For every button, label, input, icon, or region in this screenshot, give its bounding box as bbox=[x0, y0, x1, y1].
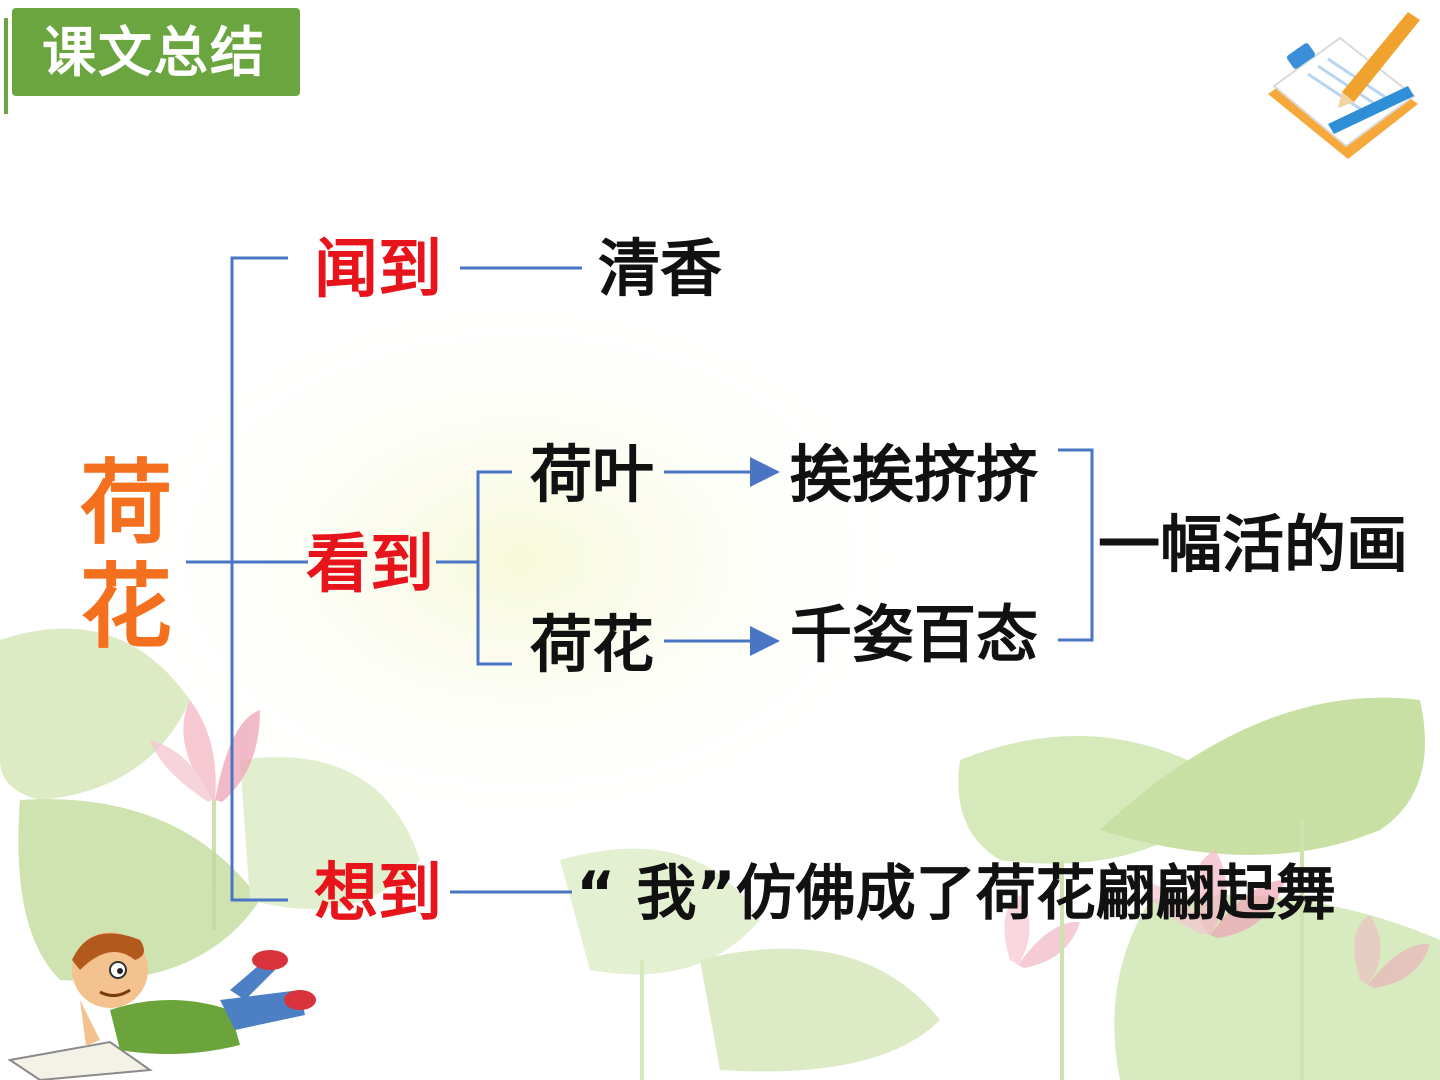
lotus-flower bbox=[1354, 915, 1430, 988]
smell-result: 清香 bbox=[598, 232, 723, 305]
lotus-leaf bbox=[0, 628, 190, 800]
boy-reading-icon bbox=[7, 932, 316, 1080]
root-char-2: 花 bbox=[80, 554, 173, 661]
leaf-label: 荷叶 bbox=[530, 438, 655, 511]
lotus-flower bbox=[1140, 850, 1285, 938]
flower-result: 千姿百态 bbox=[790, 598, 1039, 671]
summary-bracket bbox=[1058, 448, 1094, 642]
see-bracket bbox=[476, 470, 512, 666]
header-accent-bar bbox=[4, 18, 8, 114]
lotus-leaf bbox=[560, 848, 760, 975]
lotus-flower bbox=[150, 700, 260, 930]
main-bracket bbox=[230, 256, 288, 902]
flower-label: 荷花 bbox=[530, 608, 655, 681]
lotus-leaf bbox=[700, 948, 940, 1072]
root-char-1: 荷 bbox=[80, 450, 173, 557]
page-title: 课文总结 bbox=[42, 21, 266, 84]
imagine-result: “ 我”仿佛成了荷花翩翩起舞 bbox=[576, 859, 1336, 929]
see-label: 看到 bbox=[306, 528, 434, 602]
lotus-leaf bbox=[240, 757, 420, 909]
lotus-leaf bbox=[18, 799, 260, 981]
lotus-flower bbox=[1004, 895, 1080, 968]
lotus-leaf bbox=[1100, 697, 1425, 855]
leaf-result: 挨挨挤挤 bbox=[790, 438, 1039, 511]
header-tab: 课文总结 bbox=[4, 8, 300, 114]
summary-text: 一幅活的画 bbox=[1098, 508, 1409, 581]
notepad-pencil-icon bbox=[1268, 12, 1420, 159]
imagine-label: 想到 bbox=[314, 857, 442, 931]
smell-label: 闻到 bbox=[314, 233, 442, 307]
